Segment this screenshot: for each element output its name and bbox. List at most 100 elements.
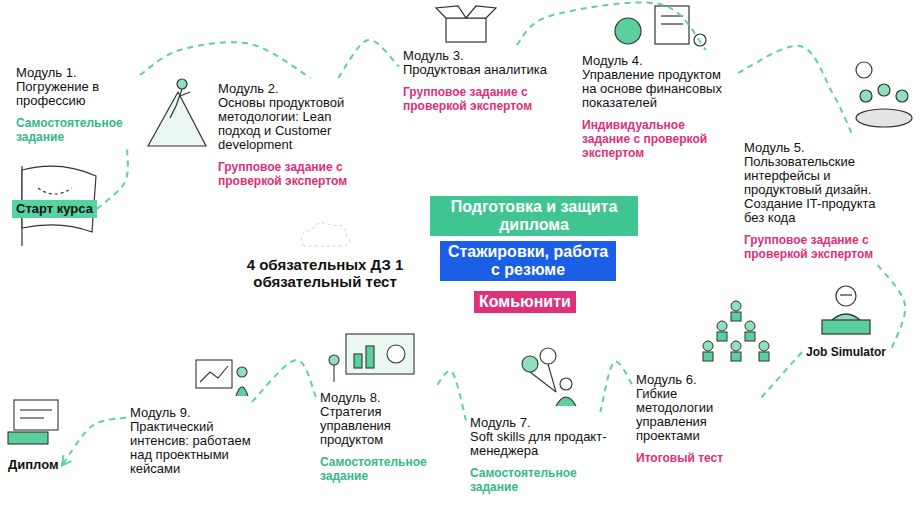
bar — [366, 346, 374, 368]
balloon-string — [548, 364, 556, 392]
module-heading: Модуль 2. — [218, 82, 348, 96]
module-heading: Модуль 8. — [320, 391, 445, 405]
finish-label: Диплом — [8, 457, 59, 472]
person-head — [329, 355, 339, 365]
module-title: Стратегия управления продуктом — [320, 405, 445, 447]
route-connector — [436, 371, 466, 421]
module-heading: Модуль 6. — [636, 373, 756, 387]
person-head — [731, 301, 741, 311]
module-node: Модуль 4.Управление продуктом на основе … — [578, 50, 738, 164]
pie — [387, 345, 405, 363]
module-node: Модуль 3.Продуктовая аналитикаГрупповое … — [399, 45, 567, 117]
person-head — [860, 90, 872, 102]
person-head — [731, 341, 741, 351]
task-note: Самостоятельное задание — [16, 116, 136, 144]
module-title: Soft skills для продакт-менеджера — [470, 430, 620, 458]
chart — [196, 360, 232, 388]
module-title: Основы продуктовой методологии: Lean под… — [218, 96, 348, 152]
task-note: Групповое задание с проверкой экспертом — [403, 85, 563, 113]
module-title: Практический интенсив: работаем над прое… — [130, 420, 270, 476]
balloon — [540, 348, 556, 364]
task-note: Самостоятельное задание — [470, 466, 620, 494]
person-body — [745, 332, 755, 341]
team-pyramid-icon — [703, 301, 769, 361]
module-title: Погружение в профессию — [16, 80, 136, 108]
speech-bubble — [856, 62, 872, 78]
balloon — [522, 356, 538, 372]
person-head — [560, 378, 572, 390]
module-title: Продуктовая аналитика — [403, 63, 563, 77]
module-node: Модуль 1.Погружение в профессиюСамостоят… — [12, 62, 140, 148]
module-heading: Модуль 1. — [16, 66, 136, 80]
route-connector — [97, 148, 128, 209]
route-connector — [517, 2, 706, 50]
laptop — [822, 320, 870, 334]
task-note: Самостоятельное задание — [320, 455, 445, 483]
person-head — [759, 341, 769, 351]
person-body — [556, 397, 576, 406]
balloons-icon — [522, 348, 576, 406]
module-heading: Модуль 9. — [130, 406, 270, 420]
dashboard — [346, 334, 414, 374]
person-body — [731, 352, 741, 361]
box-body — [446, 18, 486, 42]
module-node: Модуль 7.Soft skills для продакт-менедже… — [466, 412, 624, 498]
person-head — [703, 341, 713, 351]
money-icon — [615, 6, 706, 46]
module-node: Модуль 6.Гибкие методологии управления п… — [632, 369, 760, 469]
person-head — [896, 90, 908, 102]
task-note: Групповое задание с проверкой экспертом — [744, 233, 898, 261]
person-head — [237, 367, 247, 377]
person-body — [717, 332, 727, 341]
person-body — [731, 312, 741, 321]
person-body — [759, 352, 769, 361]
info-badge: Стажировки, работа с резюме — [440, 241, 616, 281]
climber-leg — [170, 106, 176, 118]
climber-body — [176, 89, 182, 106]
task-note: Итоговый тест — [636, 451, 756, 465]
route-connector — [878, 265, 906, 352]
route-connector — [252, 360, 316, 402]
info-badge: Подготовка и защита диплома — [430, 196, 638, 236]
module-node: Модуль 2.Основы продуктовой методологии:… — [214, 78, 352, 192]
task-note: Индивидуальное задание с проверкой экспе… — [582, 118, 734, 160]
cloud-sketch — [301, 223, 349, 246]
finish-node: Диплом — [4, 453, 63, 476]
module-heading: Модуль 4. — [582, 54, 734, 68]
diploma-line — [20, 409, 52, 410]
person-body — [333, 365, 334, 382]
person-head — [836, 286, 856, 306]
task-note: Групповое задание с проверкой экспертом — [218, 160, 348, 188]
module-title: Управление продуктом на основе финансовы… — [582, 68, 734, 110]
module-heading: Модуль 5. — [744, 141, 898, 155]
diploma-line — [20, 417, 44, 418]
invoice — [655, 6, 689, 44]
climber-icon — [148, 79, 206, 146]
dashboard-icon — [329, 334, 414, 382]
module-node: Модуль 5.Пользовательские интерфейсы и п… — [740, 137, 902, 265]
person-body — [703, 352, 713, 361]
invoice-line — [661, 23, 683, 24]
table — [856, 109, 912, 127]
route-connector — [140, 42, 311, 78]
station-label: Job Simulator — [806, 345, 886, 359]
job-simulator-icon — [822, 286, 870, 334]
info-badge: Комьюнити — [474, 291, 576, 313]
climber-head — [177, 79, 187, 89]
start-badge: Старт курса — [12, 200, 97, 218]
person-body — [236, 387, 248, 396]
start-label: Старт курса — [16, 201, 93, 217]
charts-icon — [196, 360, 248, 396]
route-connector — [738, 46, 853, 137]
diploma-sheet — [14, 400, 58, 430]
route-connector — [760, 352, 802, 399]
badge-text: Стажировки, работа с резюме — [445, 243, 611, 279]
module-title: Гибкие методологии управления проектами — [636, 387, 756, 443]
balloon-string — [530, 372, 556, 392]
route-connector — [600, 361, 632, 412]
bar — [354, 354, 362, 368]
climber-arm — [180, 92, 190, 96]
badge-text: Комьюнити — [479, 293, 571, 311]
route-connector — [63, 418, 126, 465]
